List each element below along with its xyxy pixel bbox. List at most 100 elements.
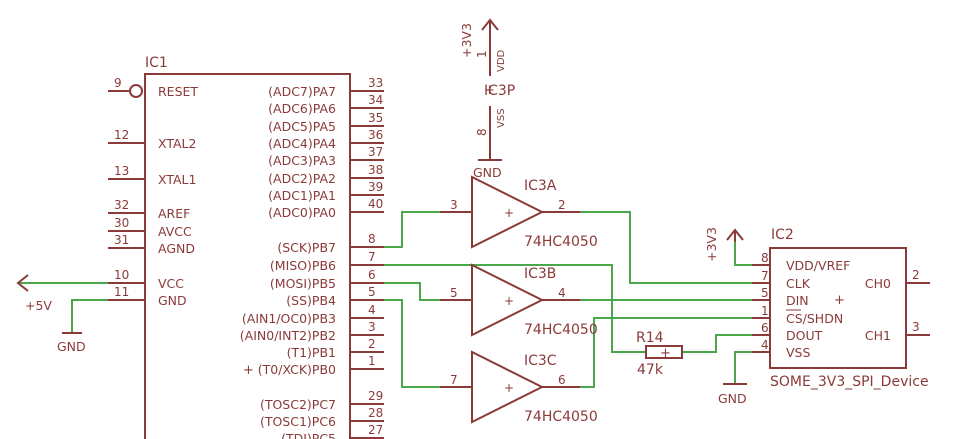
ic3p-origin-plus: + (484, 83, 495, 98)
ic1-right-pin-name: (ADC0)PA0 (268, 205, 336, 220)
ic1-left-pin-name: VCC (158, 276, 184, 291)
buffer-name: IC3B (524, 266, 556, 282)
ic1-right-pin-num: 37 (368, 145, 383, 159)
ic1-left-pin-num: 10 (114, 268, 129, 282)
ic1-right-pin-name: (AIN1/OC0)PB3 (242, 311, 336, 326)
buffer-part: 74HC4050 (524, 409, 598, 425)
ic1-left-pin-num: 30 (114, 216, 129, 230)
ic1-left-pin-num: 9 (114, 76, 122, 90)
buffer-name: IC3A (524, 178, 557, 194)
ic1-right-pin-name: (SCK)PB7 (277, 240, 336, 255)
resistor-body-icon (645, 345, 683, 359)
ic1-left-pin-name: RESET (158, 84, 198, 99)
ic1-right-pin-num: 34 (368, 93, 383, 107)
ic1-left-pin-num: 11 (114, 285, 129, 299)
ic2-left-pin-num: 7 (761, 269, 769, 283)
wire-ss (382, 299, 472, 388)
ic1-left-pin-name: XTAL2 (158, 136, 196, 151)
ic2-origin-plus: + (834, 293, 845, 308)
ic2-left-pin-name: VSS (786, 345, 810, 360)
ic1-right-pin-num: 39 (368, 180, 383, 194)
ic1-right-pin-name: (ADC4)PA4 (268, 136, 336, 151)
ic1-left-pin-name: AREF (158, 206, 190, 221)
ic1-left-pins: 9RESET12XTAL213XTAL132AREF30AVCC31AGND10… (108, 76, 198, 308)
ic2-left-pin-num: 5 (761, 286, 769, 300)
ic1-right-pin-num: 4 (368, 303, 376, 317)
ic2-left-pin-num: 1 (761, 304, 769, 318)
buffer-out-num: 6 (558, 373, 566, 387)
ic2-name: IC2 (771, 227, 794, 243)
ic1-left-pin-num: 13 (114, 164, 129, 178)
ic1-right-pin-num: 1 (368, 354, 376, 368)
ic1-right-pin-num: 6 (368, 268, 376, 282)
buffer-out-num: 2 (558, 198, 566, 212)
buffer-in-num: 5 (450, 286, 458, 300)
ic2-left-pin-name: CS/SHDN (786, 311, 843, 326)
buffer-origin-plus: + (504, 206, 514, 220)
buffer-name: IC3C (524, 353, 557, 369)
ic2-left-pin-num: 8 (761, 251, 769, 265)
r14-origin-plus: + (660, 346, 671, 361)
r14: R14 + 47k (636, 330, 683, 378)
ic1-right-pin-num: 2 (368, 337, 376, 351)
power-5v-label: +5V (25, 298, 52, 313)
ic1-right-pin-num: 33 (368, 76, 383, 90)
ic2-right-pin-num: 3 (912, 320, 920, 334)
ic2-left-pin-name: VDD/VREF (786, 258, 850, 273)
r14-value: 47k (637, 362, 664, 378)
ic2-right-pin-name: CH0 (865, 276, 891, 291)
ic2-left-pin-name: DOUT (786, 328, 823, 343)
buffer-in-num: 7 (450, 373, 458, 387)
ic1-right-pin-name: (ADC1)PA1 (268, 188, 336, 203)
wire-gnd-ic1 (71, 299, 108, 332)
power-3v3-ic2-label: +3V3 (704, 227, 719, 262)
ic2-right-pin-name: CH1 (865, 328, 891, 343)
ic1-right-pin-name: (ADC3)PA3 (268, 153, 336, 168)
ic1-right-pin-num: 28 (368, 406, 383, 420)
ic1-right-pin-name: (ADC7)PA7 (268, 84, 336, 99)
wire-mosi (382, 282, 472, 301)
ic1: IC1 9RESET12XTAL213XTAL132AREF30AVCC31AG… (108, 55, 384, 439)
power-5v: +5V (16, 274, 52, 313)
arrow-5v-icon (16, 274, 29, 292)
ic1-right-pins: 33(ADC7)PA734(ADC6)PA635(ADC5)PA536(ADC4… (240, 76, 384, 439)
buffer-in-num: 3 (450, 198, 458, 212)
ic1-body (144, 73, 351, 439)
r14-name: R14 (636, 330, 664, 346)
ic1-right-pin-name: (AIN0/INT2)PB2 (240, 328, 336, 343)
gnd-ic1-label: GND (57, 339, 86, 354)
ic2-right-pin-num: 2 (912, 268, 920, 282)
ic1-origin-plus: + (243, 363, 254, 378)
buffer-out-num: 4 (558, 286, 566, 300)
ic3p: +3V3 1 VDD IC3P + 8 VSS GND (459, 18, 515, 180)
ic2-body (769, 247, 907, 369)
ic1-right-pin-name: (ADC2)PA2 (268, 171, 336, 186)
ic1-right-pin-name: (MOSI)PB5 (270, 276, 336, 291)
gnd-ic1: GND (57, 332, 86, 354)
ic1-right-pin-name: (SS)PB4 (286, 293, 336, 308)
ic3p-pin-bot-name: VSS (496, 108, 507, 128)
ic1-right-pin-num: 38 (368, 163, 383, 177)
wire-miso (382, 264, 646, 353)
power-3v3-top-label: +3V3 (459, 23, 474, 58)
ic1-right-pin-name: (T1)PB1 (287, 345, 336, 360)
buffer-origin-plus: + (504, 294, 514, 308)
ic1-right-pin-name: (MISO)PB6 (270, 258, 336, 273)
ic1-right-pin-num: 35 (368, 111, 383, 125)
buffer-gates: IC3A 74HC4050 3 2 + IC3B 74HC4050 5 4 + IC3C 74HC40… (440, 175, 598, 425)
ic3p-name: IC3P (484, 83, 515, 99)
buffer-part: 74HC4050 (524, 234, 598, 250)
ic1-left-pin-name: AVCC (158, 224, 192, 239)
ic1-name: IC1 (145, 55, 168, 71)
ic1-left-pin-num: 12 (114, 128, 129, 142)
ic1-right-pin-num: 29 (368, 389, 383, 403)
ic1-left-pin-name: XTAL1 (158, 172, 196, 187)
buffer-1: IC3A 74HC4050 3 2 + (440, 175, 598, 250)
ic1-right-pin-name: (TDI)PC5 (281, 431, 336, 439)
ic3p-pin-top-name: VDD (496, 49, 507, 72)
gnd-ic2-label: GND (718, 391, 747, 406)
